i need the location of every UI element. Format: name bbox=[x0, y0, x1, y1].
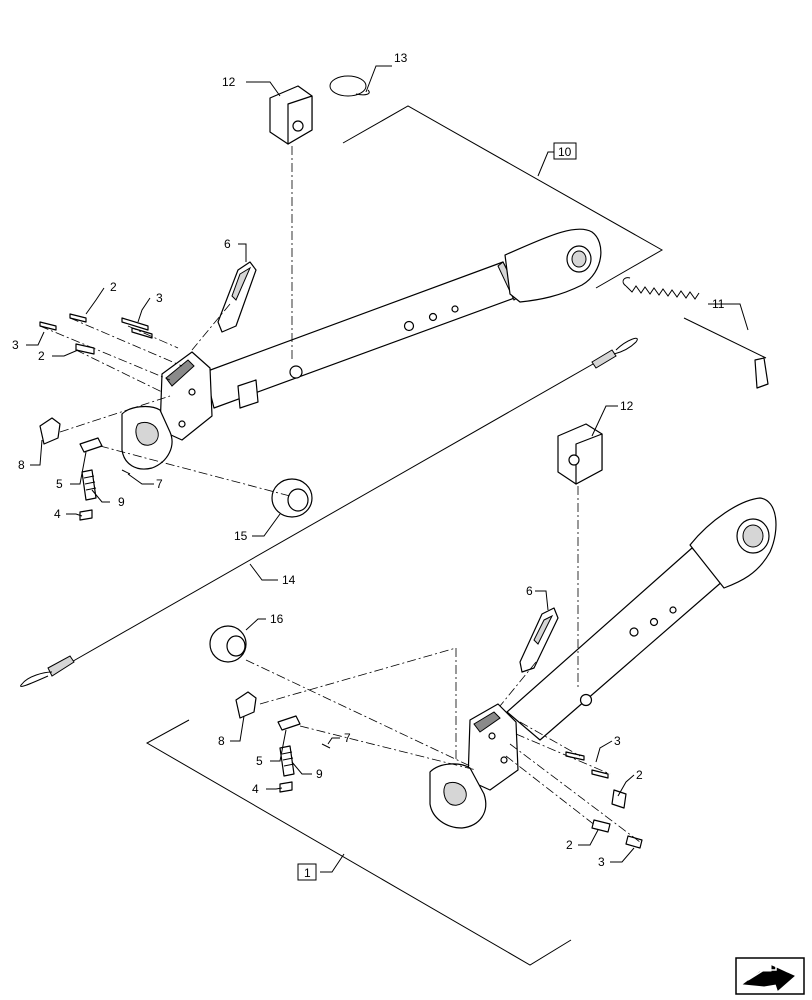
bracket-part-12-lower bbox=[557, 423, 603, 485]
clip-part-13 bbox=[329, 75, 370, 97]
callout-2-upper-b: 2 bbox=[38, 349, 45, 363]
upper-lift-arm bbox=[204, 228, 602, 409]
latch-lever-part-6-upper bbox=[217, 261, 257, 333]
callout-2-lower-a: 2 bbox=[636, 768, 643, 782]
callout-6-lower: 6 bbox=[526, 584, 533, 598]
latch-lever-part-6-lower bbox=[519, 607, 559, 673]
callout-2-lower-b: 2 bbox=[566, 838, 573, 852]
bracket-part-12-upper bbox=[269, 85, 313, 145]
callout-9-lower: 9 bbox=[316, 767, 323, 781]
release-cable-part-14 bbox=[20, 337, 638, 687]
lower-small-hardware bbox=[235, 691, 643, 849]
leader-lines bbox=[26, 65, 749, 873]
callout-3-lower-b: 3 bbox=[598, 855, 605, 869]
lower-lift-arm bbox=[506, 497, 777, 741]
callout-9-upper: 9 bbox=[118, 495, 125, 509]
lower-hook-assembly bbox=[429, 703, 519, 829]
callout-1-box bbox=[297, 863, 317, 881]
callout-16: 16 bbox=[270, 612, 284, 626]
upper-assembly-frame bbox=[342, 105, 664, 289]
upper-small-hardware bbox=[39, 313, 153, 521]
callout-12-lower: 12 bbox=[620, 399, 634, 413]
callout-3-lower-a: 3 bbox=[614, 734, 621, 748]
callout-3-upper-b: 3 bbox=[12, 338, 19, 352]
callout-12-upper: 12 bbox=[222, 75, 236, 89]
callout-4-lower: 4 bbox=[252, 782, 259, 796]
callout-labels: 12 13 10 6 2 3 3 2 8 5 7 9 4 15 14 11 12… bbox=[12, 51, 725, 881]
callout-15: 15 bbox=[234, 529, 248, 543]
callout-2-upper-a: 2 bbox=[110, 280, 117, 294]
callout-6-upper: 6 bbox=[224, 237, 231, 251]
callout-14: 14 bbox=[282, 573, 296, 587]
lower-assembly-frame bbox=[145, 719, 572, 966]
callout-11: 11 bbox=[712, 297, 725, 311]
arrow-next-icon[interactable] bbox=[735, 957, 805, 995]
callout-8-upper: 8 bbox=[18, 458, 25, 472]
callout-5-upper: 5 bbox=[56, 477, 63, 491]
callout-5-lower: 5 bbox=[256, 754, 263, 768]
callout-7-upper: 7 bbox=[156, 477, 163, 491]
bushing-part-16 bbox=[209, 625, 247, 663]
callout-1: 1 bbox=[304, 866, 311, 880]
bushing-part-15 bbox=[271, 478, 313, 518]
spring-rod-part-11 bbox=[622, 277, 769, 389]
callout-13: 13 bbox=[394, 51, 408, 65]
callout-10: 10 bbox=[558, 145, 572, 159]
callout-10-box bbox=[553, 142, 577, 160]
callout-4-upper: 4 bbox=[54, 507, 61, 521]
callout-3-upper-a: 3 bbox=[156, 291, 163, 305]
callout-8-lower: 8 bbox=[218, 734, 225, 748]
assembly-lines bbox=[39, 146, 641, 843]
callout-7-lower: 7 bbox=[344, 731, 351, 745]
upper-hook-assembly bbox=[121, 351, 213, 470]
